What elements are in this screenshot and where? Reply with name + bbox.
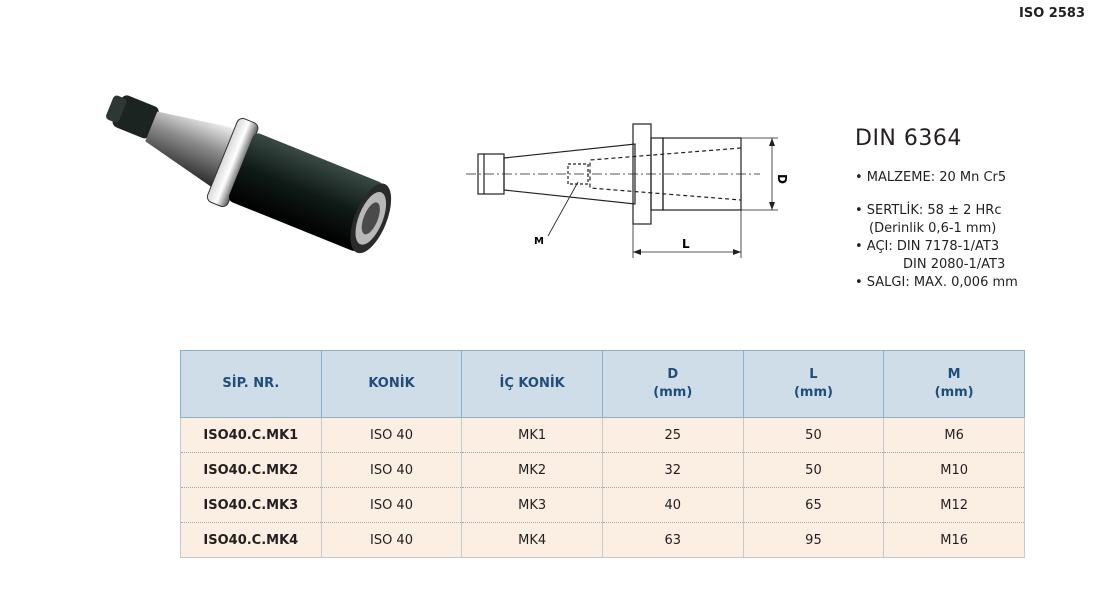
cell-m: M12 [883,487,1025,523]
cell-taper: ISO 40 [320,452,463,488]
col-header-unit: (mm) [934,385,974,400]
col-header-unit: (mm) [653,385,693,400]
table-header-row: SİP. NR. KONİK İÇ KONİK D (mm) L (mm) M … [180,350,1025,418]
spec-material: • MALZEME: 20 Mn Cr5 [855,170,1007,185]
drawing-label-m: M [534,236,544,247]
table-row: ISO40.C.MK4 ISO 40 MK4 63 95 M16 [180,522,1025,558]
cell-taper: ISO 40 [320,487,463,523]
col-header-label: M [947,367,961,382]
cell-l: 65 [742,487,885,523]
col-header-label: İÇ KONİK [499,376,565,391]
cell-inner-taper: MK3 [461,487,603,523]
cell-inner-taper: MK2 [461,452,603,488]
spec-hardness: • SERTLİK: 58 ± 2 HRc [855,203,1002,218]
table-row: ISO40.C.MK1 ISO 40 MK1 25 50 M6 [180,417,1025,453]
col-header-unit: (mm) [793,385,833,400]
col-header-l: L (mm) [742,350,885,418]
cell-m: M16 [883,522,1025,558]
cell-order-no: ISO40.C.MK1 [180,417,322,453]
col-header-m: M (mm) [883,350,1025,418]
col-header-label: L [809,367,818,382]
spec-angle-2: DIN 2080-1/AT3 [903,257,1006,272]
drawing-label-d: D [775,174,789,184]
col-header-d: D (mm) [601,350,744,418]
col-header-label: KONİK [368,376,415,391]
cell-m: M6 [883,417,1025,453]
cell-l: 50 [742,452,885,488]
cell-taper: ISO 40 [320,522,463,558]
cell-d: 32 [601,452,744,488]
spec-runout: • SALGI: MAX. 0,006 mm [855,275,1018,290]
col-header-label: SİP. NR. [222,376,280,391]
cell-d: 63 [601,522,744,558]
cell-d: 25 [601,417,744,453]
cell-d: 40 [601,487,744,523]
cell-inner-taper: MK1 [461,417,603,453]
cell-order-no: ISO40.C.MK4 [180,522,322,558]
drawing-label-l: L [682,237,690,251]
cell-order-no: ISO40.C.MK2 [180,452,322,488]
table-row: ISO40.C.MK3 ISO 40 MK3 40 65 M12 [180,487,1025,523]
spec-hardness-depth: (Derinlik 0,6-1 mm) [869,221,997,236]
table-row: ISO40.C.MK2 ISO 40 MK2 32 50 M10 [180,452,1025,488]
spec-angle: • AÇI: DIN 7178-1/AT3 [855,239,1000,254]
cell-taper: ISO 40 [320,417,463,453]
col-header-taper: KONİK [320,350,463,418]
col-header-inner-taper: İÇ KONİK [461,350,603,418]
technical-drawing: D L M [466,123,789,258]
cell-inner-taper: MK4 [461,522,603,558]
product-photo [106,95,392,254]
cell-m: M10 [883,452,1025,488]
product-table: SİP. NR. KONİK İÇ KONİK D (mm) L (mm) M … [180,350,1025,558]
col-header-order-no: SİP. NR. [180,350,322,418]
col-header-label: D [667,367,679,382]
cell-l: 50 [742,417,885,453]
spec-block: DIN 6364 • MALZEME: 20 Mn Cr5 • SERTLİK:… [855,126,1095,292]
cell-order-no: ISO40.C.MK3 [180,487,322,523]
spec-title: DIN 6364 [855,126,962,151]
standard-code: ISO 2583 [1019,6,1085,21]
cell-l: 95 [742,522,885,558]
